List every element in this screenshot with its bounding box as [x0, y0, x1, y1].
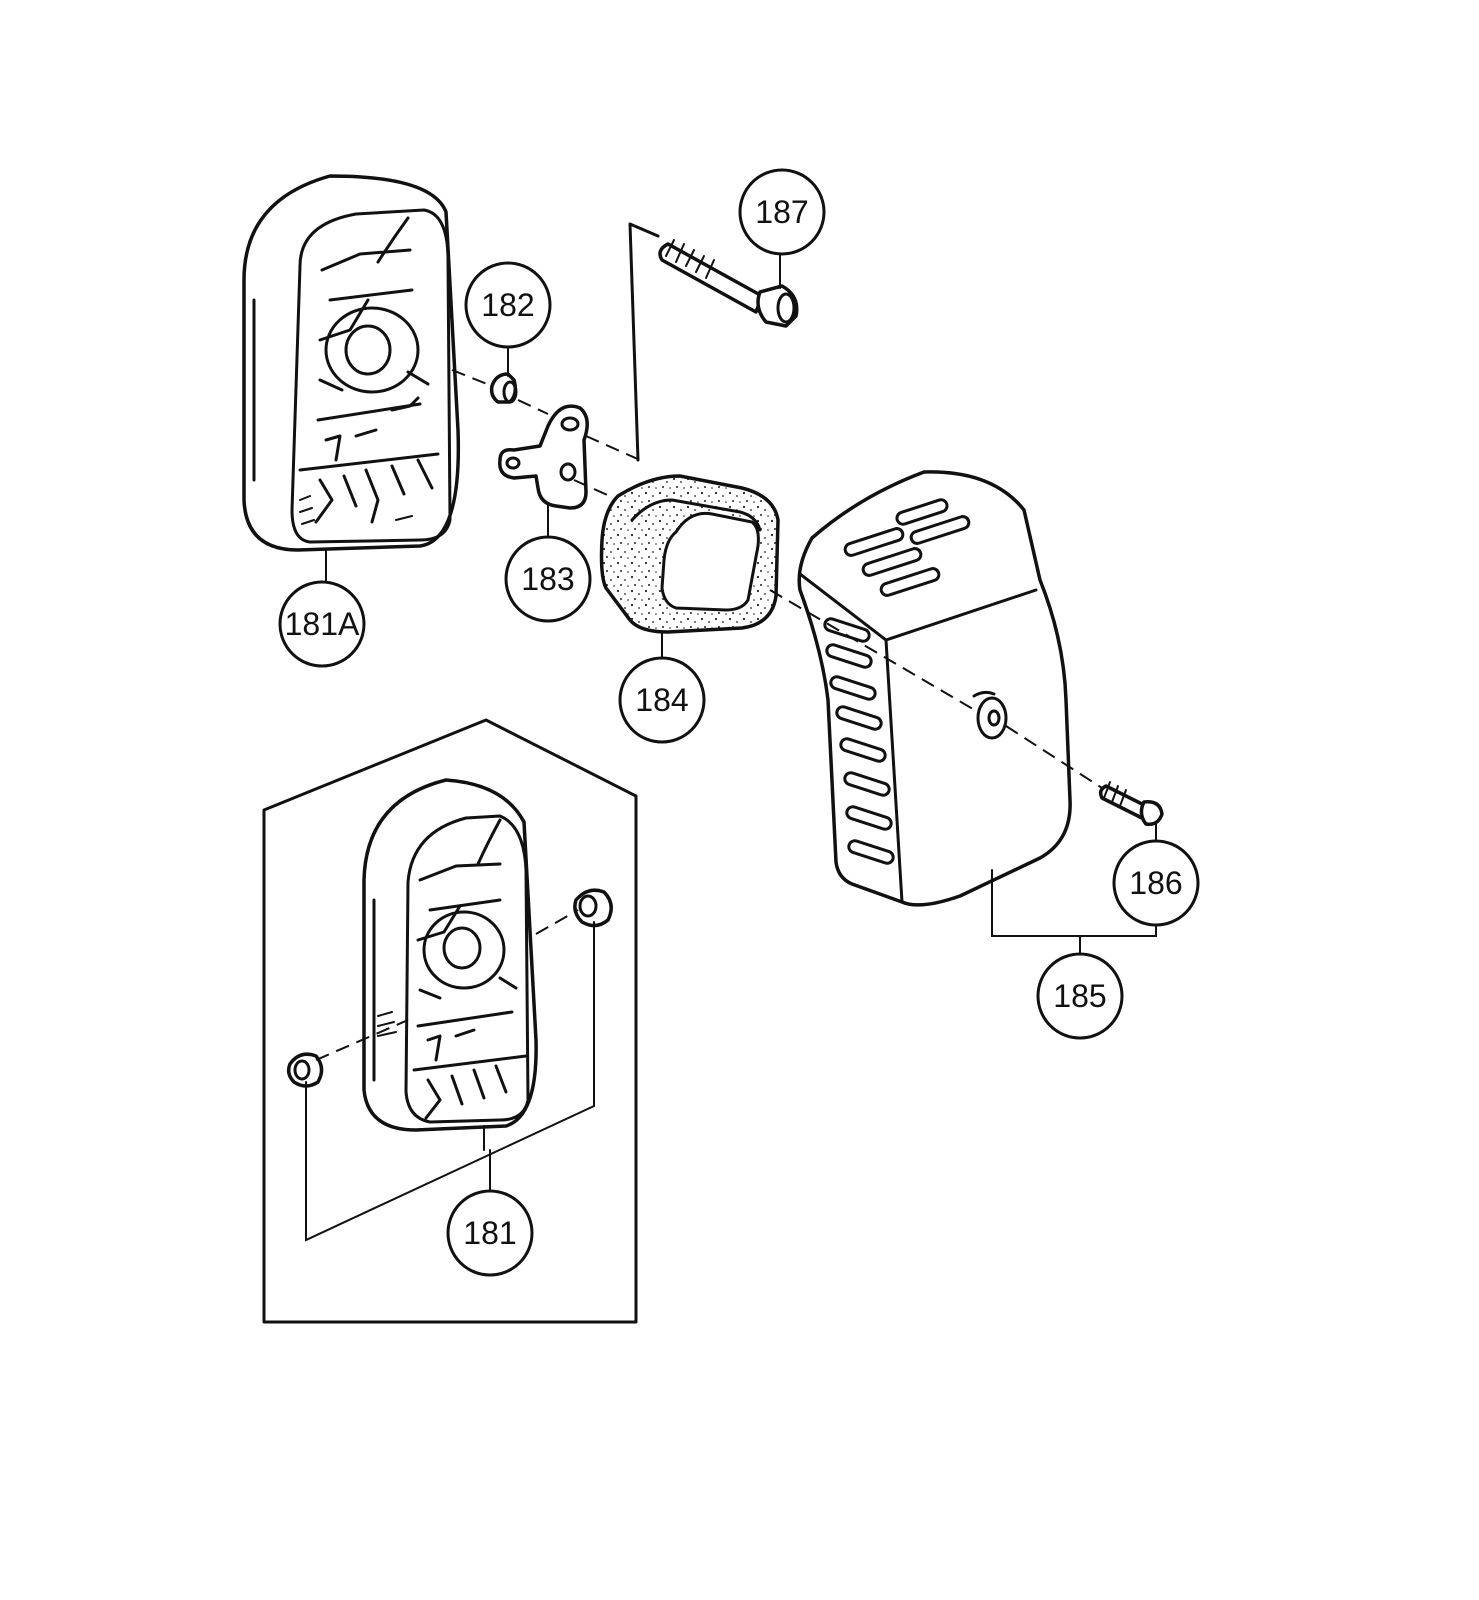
callout-181a-label: 181A: [285, 606, 360, 642]
callout-185: 185: [1036, 952, 1124, 1040]
callout-186: 186: [1112, 839, 1200, 927]
callout-187: 187: [738, 168, 826, 256]
callout-187-label: 187: [755, 194, 808, 230]
callout-185-label: 185: [1053, 978, 1106, 1014]
foam-filter-184: [599, 474, 780, 634]
bolt-187: [658, 239, 799, 328]
callout-181-label: 181: [463, 1215, 516, 1251]
air-cleaner-base-181: [362, 778, 538, 1132]
callout-181: 181: [446, 1189, 534, 1277]
air-cleaner-cover-185: [797, 470, 1072, 907]
callout-184-label: 184: [635, 682, 688, 718]
assembly-axes: [315, 222, 1103, 1061]
callout-183: 183: [504, 535, 592, 623]
callout-184: 184: [618, 656, 706, 744]
air-cleaner-base-181a: [242, 174, 461, 552]
callout-182: 182: [464, 261, 552, 349]
bracket-183: [498, 404, 589, 510]
callout-182-label: 182: [481, 287, 534, 323]
screw-186: [1098, 781, 1164, 827]
spacer-182: [489, 372, 518, 404]
callout-181a: 181A: [278, 580, 366, 668]
grommet-181-right: [573, 888, 613, 928]
callout-183-label: 183: [521, 561, 574, 597]
leader-lines: [305, 251, 1157, 1242]
callout-186-label: 186: [1129, 865, 1182, 901]
inset-frame-181: [262, 718, 638, 1324]
grommet-181-left: [286, 1052, 324, 1088]
